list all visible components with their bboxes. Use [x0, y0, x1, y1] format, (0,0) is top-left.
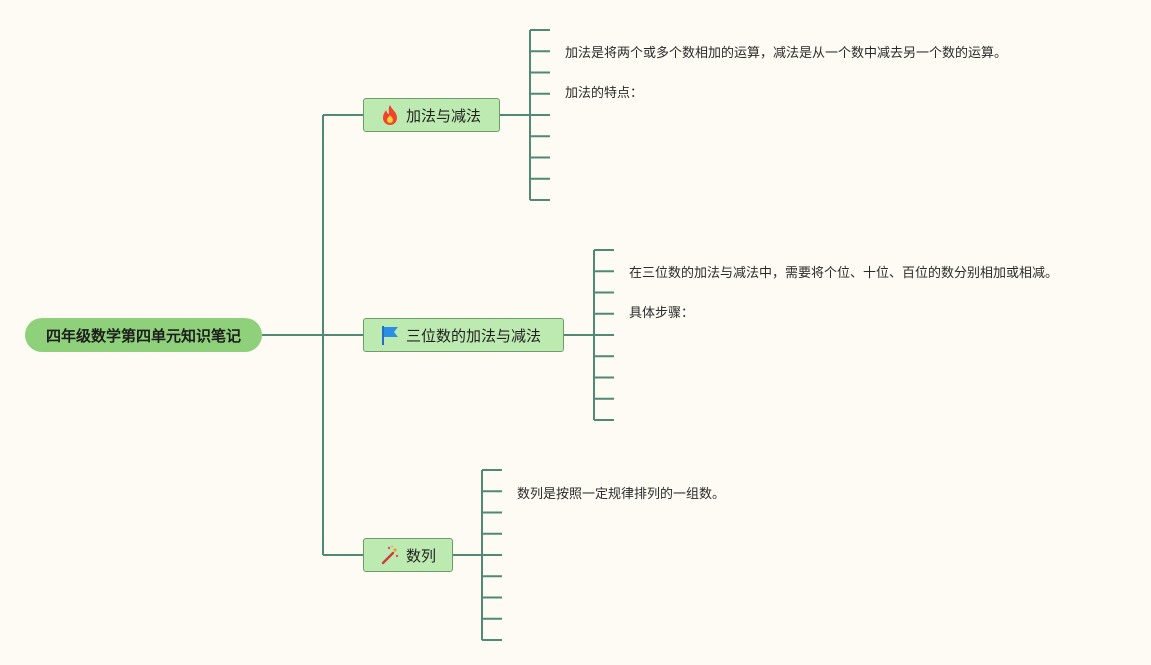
leaf-text[interactable]: 加法是将两个或多个数相加的运算，减法是从一个数中减去另一个数的运算。 — [565, 46, 1008, 61]
branch-label: 加法与减法 — [406, 106, 482, 125]
branch-three-digit[interactable]: 三位数的加法与减法 — [363, 318, 564, 352]
branch-addition-subtraction[interactable]: 加法与减法 — [363, 98, 500, 132]
branch-sequence[interactable]: 数列 — [363, 538, 453, 572]
branch-label: 三位数的加法与减法 — [406, 326, 542, 345]
magic-wand-icon — [379, 544, 401, 566]
fire-icon — [379, 104, 401, 126]
leaf-text[interactable]: 加法的特点： — [565, 86, 644, 101]
leaf-text[interactable]: 在三位数的加法与减法中，需要将个位、十位、百位的数分别相加或相减。 — [629, 266, 1059, 281]
leaf-text[interactable]: 数列是按照一定规律排列的一组数。 — [517, 487, 726, 502]
root-topic[interactable]: 四年级数学第四单元知识笔记 — [25, 318, 262, 352]
leaf-text[interactable]: 具体步骤： — [629, 306, 695, 321]
root-topic-label: 四年级数学第四单元知识笔记 — [45, 326, 241, 345]
branch-label: 数列 — [406, 546, 437, 565]
blue-flag-icon — [379, 324, 401, 346]
